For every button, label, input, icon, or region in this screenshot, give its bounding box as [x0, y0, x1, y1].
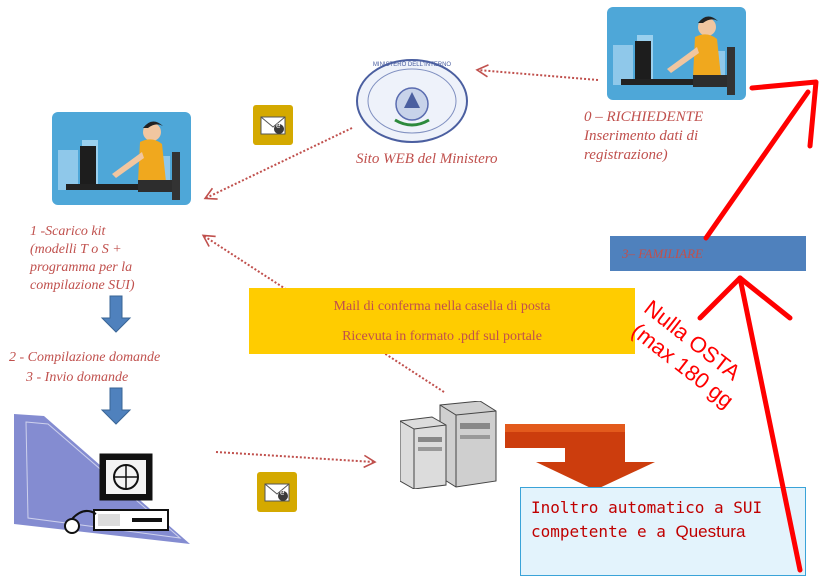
woman-computer-icon [607, 7, 746, 100]
inoltro-questura: Questura [675, 522, 746, 541]
server-icon [400, 401, 497, 489]
connector-richiedente-to-ministero [475, 64, 599, 81]
conferma-line2: Ricevuta in formato .pdf sul portale [342, 329, 542, 344]
connector-ministero-to-scarico [203, 127, 353, 200]
scarico-line2: (modelli T o S + [30, 242, 122, 257]
inoltro-box: Inoltro automatico a SUI competente e a … [520, 487, 806, 576]
compilazione-line2: 3 - Invio domande [26, 370, 129, 385]
conferma-box: Mail di conferma nella casella di posta … [249, 288, 635, 354]
envelope-icon: e [253, 105, 293, 145]
ministry-seal: MINISTERO DELL'INTERNO [355, 58, 469, 144]
compilazione-line1: 2 - Compilazione domande [9, 350, 161, 365]
label-scarico-kit: 1 -Scarico kit (modelli T o S + programm… [30, 223, 210, 295]
scarico-line3: programma per la [30, 260, 133, 275]
orange-bent-arrow [505, 424, 655, 490]
envelope-letter-2: e [280, 488, 285, 497]
envelope-icon-2: e [257, 472, 297, 512]
familiare-label: 3– FAMILIARE [622, 246, 703, 261]
conferma-line1: Mail di conferma nella casella di posta [333, 299, 551, 314]
envelope-shape [260, 116, 286, 135]
inoltro-line2: competente e a Questura [531, 520, 795, 544]
seal-text: MINISTERO DELL'INTERNO [372, 62, 452, 68]
down-arrow-1 [100, 295, 132, 333]
down-arrow-2 [100, 387, 132, 425]
envelope-letter: e [276, 121, 281, 130]
connector-computer-to-server [215, 451, 377, 469]
scarico-line4: compilazione SUI) [30, 278, 135, 293]
seal-icon [356, 59, 468, 143]
inoltro-line2-a: competente e a [531, 522, 676, 541]
richiedente-line1: 0 – RICHIEDENTE [584, 109, 704, 125]
richiedente-line2: Inserimento dati di [584, 128, 699, 144]
label-sito-ministero: Sito WEB del Ministero [356, 151, 498, 167]
woman-computer-icon-2 [52, 112, 191, 205]
orange-arrow-highlight [505, 424, 625, 432]
scarico-line1: 1 -Scarico kit [30, 224, 106, 239]
richiedente-line3: registrazione) [584, 147, 668, 163]
label-richiedente: 0 – RICHIEDENTE Inserimento dati di regi… [584, 108, 784, 165]
computer-icon [14, 414, 190, 544]
inoltro-line1: Inoltro automatico a SUI [531, 498, 763, 517]
envelope-shape-2 [264, 483, 290, 502]
familiare-box: 3– FAMILIARE [610, 236, 806, 271]
label-compilazione: 2 - Compilazione domande 3 - Invio doman… [9, 348, 249, 388]
